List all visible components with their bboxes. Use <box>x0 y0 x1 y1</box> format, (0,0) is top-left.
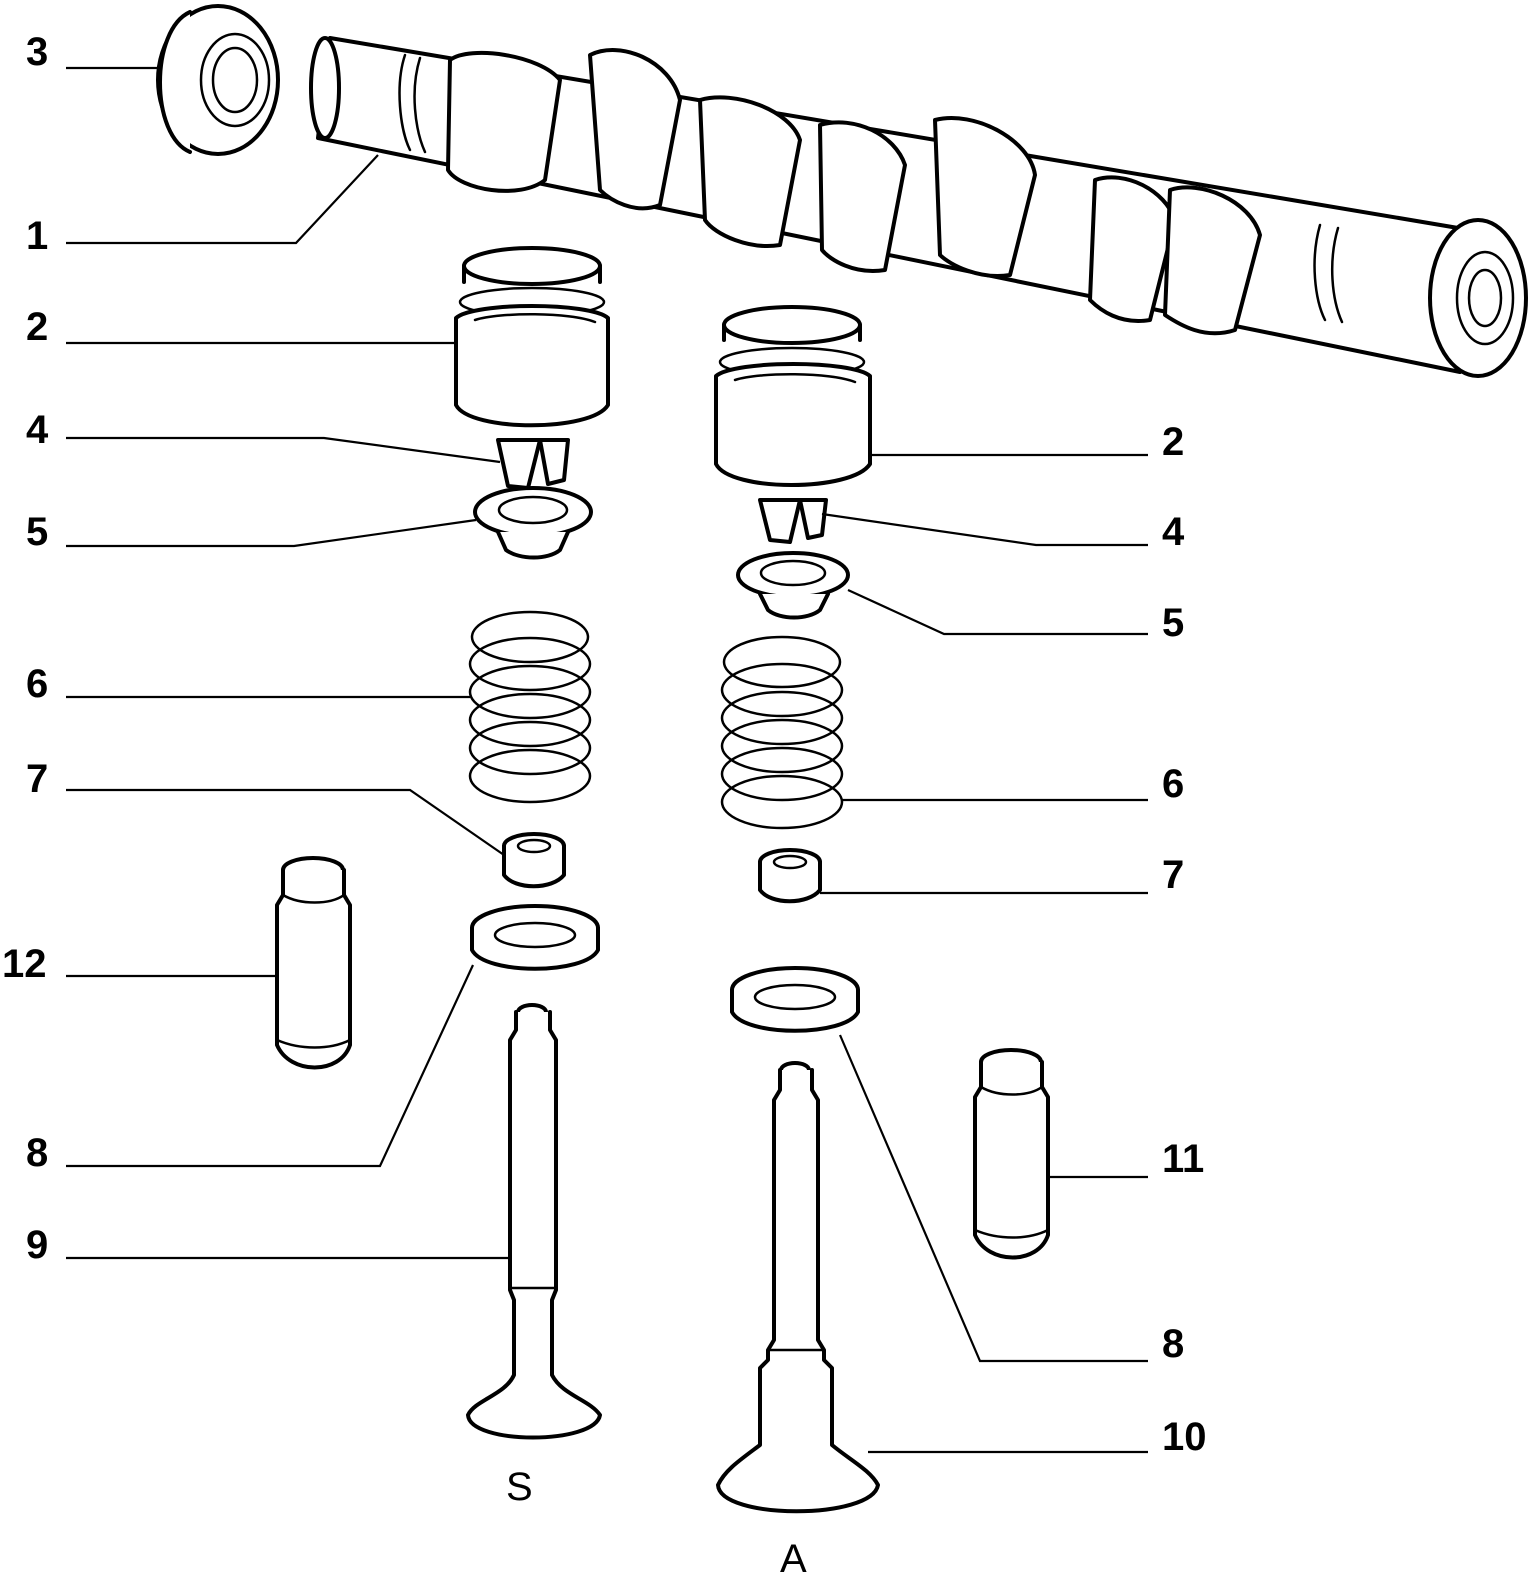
valve-stem-seal-right <box>758 848 822 904</box>
callout-8-left: 8 <box>26 1131 48 1175</box>
spring-retainer-right <box>736 551 850 620</box>
valve-stem-seal-left <box>502 832 566 889</box>
camshaft <box>309 36 1528 378</box>
valve-collets-left <box>496 438 570 490</box>
callout-labels: 3 1 2 4 5 6 7 12 8 9 2 4 5 6 7 11 8 10 <box>2 30 1207 1459</box>
camshaft-seal <box>156 4 280 156</box>
callout-10: 10 <box>1162 1415 1207 1459</box>
callout-12: 12 <box>2 942 47 986</box>
caption-exhaust: S <box>506 1465 533 1509</box>
callout-2-right: 2 <box>1162 420 1184 464</box>
callout-2-left: 2 <box>26 305 48 349</box>
valve-spring-right <box>720 635 844 830</box>
valve-spring-left <box>468 610 592 804</box>
callout-1: 1 <box>26 214 48 258</box>
callout-7-right: 7 <box>1162 853 1184 897</box>
valve-collets-right <box>758 498 828 544</box>
spring-seat-left <box>470 904 600 971</box>
callout-4-right: 4 <box>1162 510 1185 554</box>
spring-seat-right <box>730 966 860 1033</box>
callout-4-left: 4 <box>26 408 49 452</box>
callout-9: 9 <box>26 1223 48 1267</box>
tappet-bucket-right <box>714 305 872 487</box>
exhaust-valve <box>466 1003 602 1440</box>
valve-guide-exhaust <box>275 856 352 1070</box>
callout-11: 11 <box>1162 1137 1204 1181</box>
spring-retainer-left <box>473 486 593 560</box>
caption-intake: A <box>780 1537 807 1577</box>
tappet-bucket-left <box>454 246 610 428</box>
callout-5-right: 5 <box>1162 601 1184 645</box>
callout-8-right: 8 <box>1162 1322 1184 1366</box>
intake-valve <box>716 1061 880 1514</box>
valve-guide-intake <box>973 1048 1050 1260</box>
callout-3: 3 <box>26 30 48 74</box>
leader-lines <box>66 66 1148 1454</box>
callout-6-right: 6 <box>1162 762 1184 806</box>
callout-7-left: 7 <box>26 757 48 801</box>
callout-6-left: 6 <box>26 662 48 706</box>
callout-5-left: 5 <box>26 510 48 554</box>
